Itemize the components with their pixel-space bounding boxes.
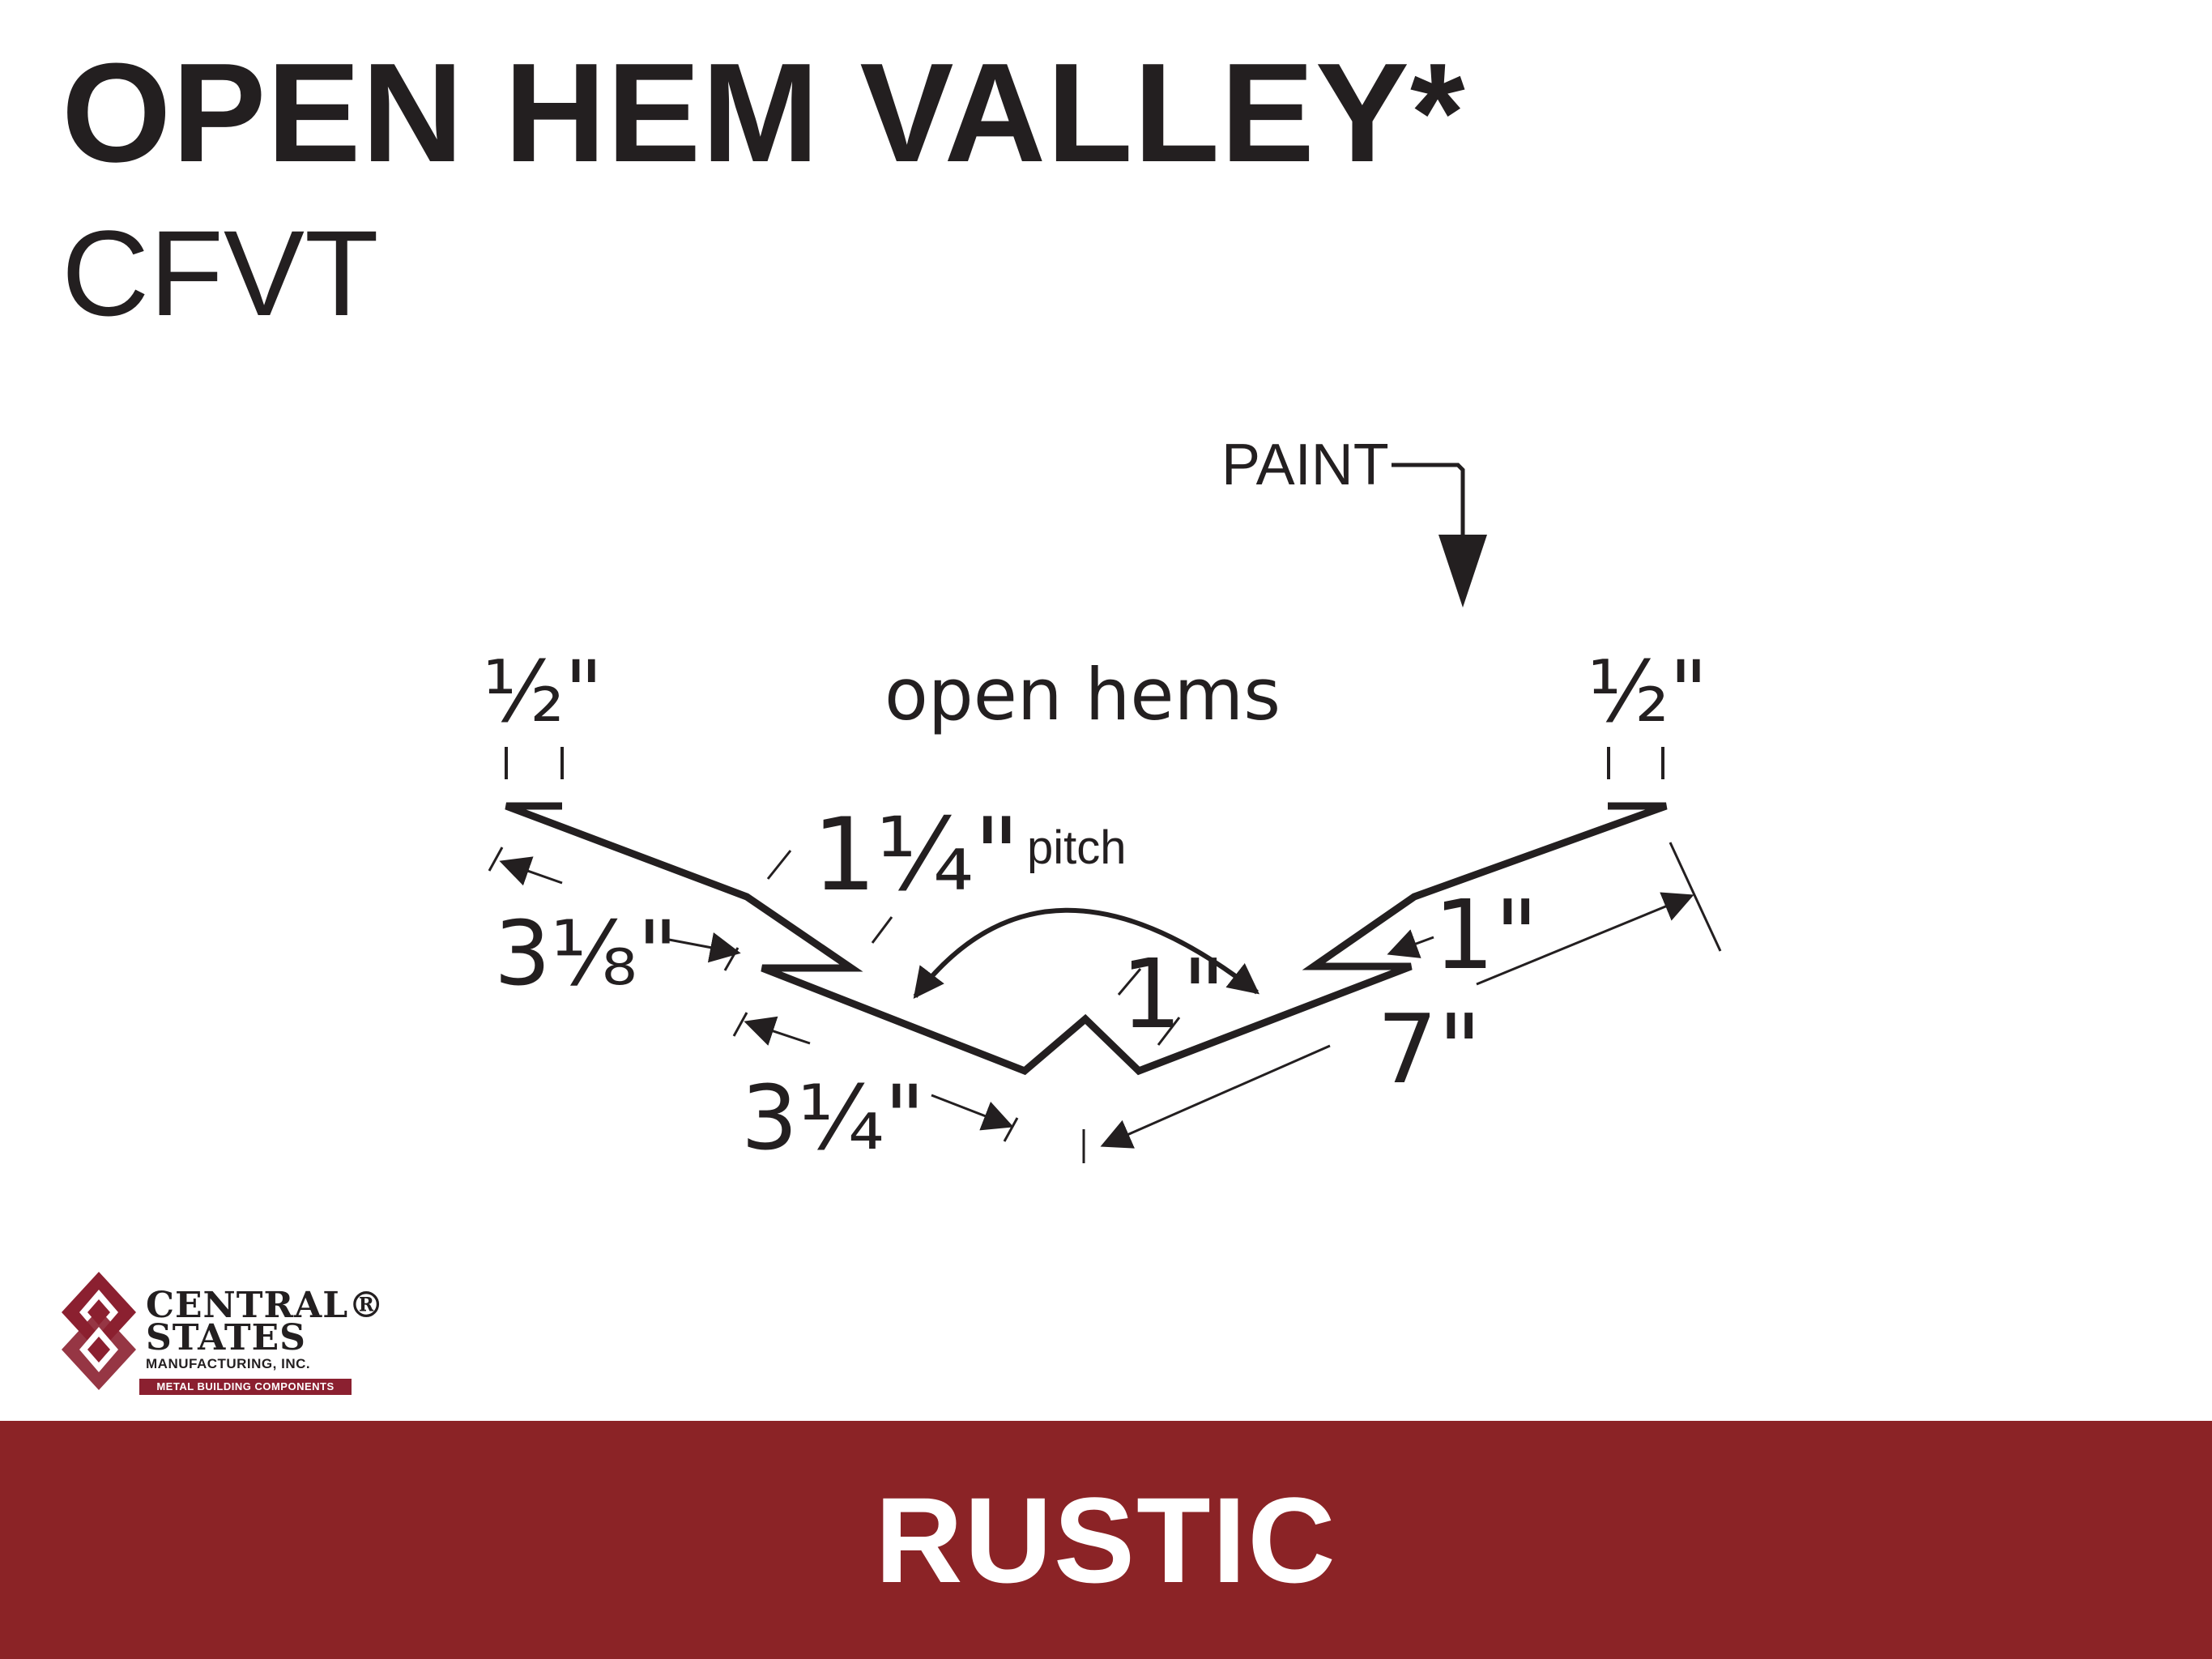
leg-left-lower-dimension: 3¼" [741, 1066, 925, 1170]
leg-left-upper-dimension: 3⅛" [494, 902, 678, 1005]
paint-label: PAINT [1221, 433, 1389, 497]
color-name-banner: RUSTIC [0, 1421, 2212, 1659]
central-states-logo-mark [62, 1272, 136, 1390]
product-code: CFVT [62, 205, 379, 341]
break-left-dimension: 1¼" [812, 797, 1020, 914]
color-name-label: RUSTIC [875, 1471, 1337, 1608]
logo-tagline: METAL BUILDING COMPONENTS [139, 1379, 352, 1395]
leg-left-upper-dimension-lines [488, 847, 741, 971]
leg-right-dimension-lines [1082, 842, 1722, 1163]
center-rib-dimension: 1" [1121, 938, 1225, 1050]
hem-left-dimension: ½" [483, 642, 603, 741]
pitch-label: pitch [1027, 821, 1127, 874]
logo-wordmark-line2: STATES [146, 1317, 306, 1358]
open-hems-label: open hems [884, 653, 1281, 736]
center-rib-dimension-lines [1117, 968, 1181, 1046]
break-left-dimension-lines [766, 850, 893, 944]
valley-profile-line [505, 802, 1668, 1076]
hem-left-extension-lines [505, 747, 564, 779]
page-title: OPEN HEM VALLEY* [62, 33, 1466, 191]
pitch-arc [913, 907, 1259, 1000]
logo-wordmark-line1: CENTRAL® [146, 1285, 386, 1326]
hem-right-dimension: ½" [1588, 642, 1708, 741]
leg-left-lower-dimension-lines [732, 1012, 1019, 1142]
central-states-logo: CENTRAL® STATES MANUFACTURING, INC. META… [62, 1270, 384, 1400]
break-right-dimension: 1" [1434, 879, 1538, 991]
leg-right-dimension: 7" [1377, 993, 1481, 1105]
break-right-dimension-lines [1387, 929, 1434, 958]
hem-right-extension-lines [1607, 747, 1664, 779]
paint-leader-arrow [1392, 463, 1487, 608]
logo-wordmark-line3: MANUFACTURING, INC. [146, 1356, 311, 1371]
